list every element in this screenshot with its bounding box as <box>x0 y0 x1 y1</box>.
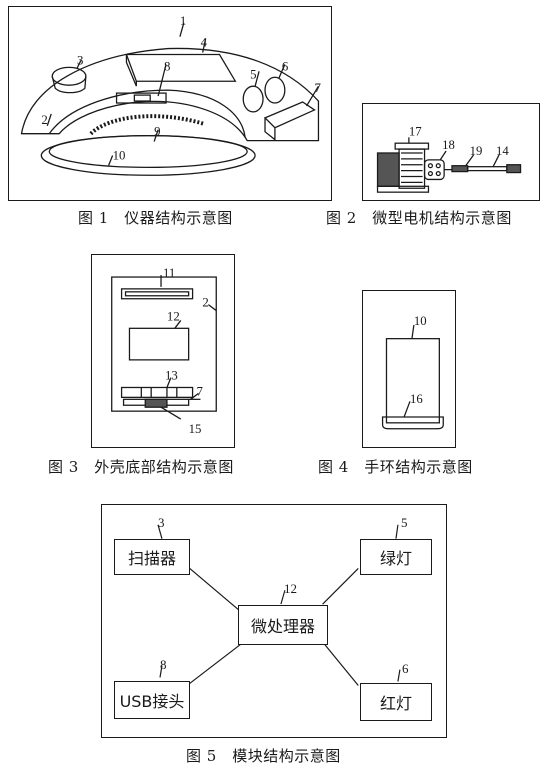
module-scanner-label: 扫描器 <box>127 549 176 568</box>
module-green-light-number: 5 <box>401 515 408 530</box>
slot-13 <box>120 386 194 398</box>
inner-recess <box>48 89 246 138</box>
module-usb-number: 8 <box>160 657 167 672</box>
module-usb: USB接头 <box>114 681 190 719</box>
module-red-light-label: 红灯 <box>379 694 412 713</box>
figure-3-caption: 图 3 外壳底部结构示意图 <box>48 458 234 476</box>
instrument-drawing: 1 4 3 8 5 6 7 2 9 10 <box>20 14 322 176</box>
figure-5-caption: 图 5 模块结构示意图 <box>186 747 341 765</box>
figure-2-caption: 图 2 微型电机结构示意图 <box>326 209 512 227</box>
motor-body <box>376 152 400 187</box>
display-panel <box>125 53 237 82</box>
label-2: 2 <box>41 113 47 127</box>
shaft-collar <box>451 165 469 173</box>
label-11: 11 <box>163 266 175 280</box>
wristband-drawing: 10 16 <box>381 314 444 430</box>
module-scanner: 扫描器 <box>114 539 190 575</box>
label-10: 10 <box>113 148 126 162</box>
usb-port <box>115 92 167 104</box>
figure-3-panel: 11 2 12 13 7 15 <box>91 254 235 448</box>
label-7b: 7 <box>197 384 204 398</box>
module-microprocessor: 微处理器 <box>238 605 328 645</box>
red-light <box>264 76 286 104</box>
figure-2-panel: 17 18 19 14 <box>362 103 540 201</box>
module-green-light-label: 绿灯 <box>379 549 412 568</box>
slot-11 <box>120 288 194 300</box>
label-5: 5 <box>250 67 256 81</box>
label-19: 19 <box>470 144 483 158</box>
module-scanner-number: 3 <box>158 515 165 530</box>
module-red-light-number: 6 <box>402 661 409 676</box>
label-4: 4 <box>201 36 208 50</box>
motor-drawing: 17 18 19 14 <box>376 124 522 193</box>
usb-slot-15 <box>144 398 168 408</box>
shaft <box>467 166 508 172</box>
label-16: 16 <box>410 392 423 406</box>
module-green-light: 绿灯 <box>360 539 432 575</box>
label-18: 18 <box>442 138 455 152</box>
label-6: 6 <box>282 59 289 73</box>
module-connections <box>157 524 401 686</box>
label-8: 8 <box>164 59 170 73</box>
green-light <box>242 85 264 113</box>
figure-4-caption: 图 4 手环结构示意图 <box>318 458 473 476</box>
label-12b: 12 <box>167 309 180 323</box>
wristband-body <box>385 338 440 424</box>
label-9: 9 <box>154 125 160 139</box>
label-2b: 2 <box>202 296 208 310</box>
shell-bottom-drawing: 11 2 12 13 7 15 <box>111 266 217 436</box>
side-block <box>263 101 316 129</box>
label-15: 15 <box>189 422 202 436</box>
scanner-part <box>51 66 87 86</box>
module-red-light: 红灯 <box>360 683 432 721</box>
figure-1-caption: 图 1 仪器结构示意图 <box>78 209 233 227</box>
label-13: 13 <box>165 369 178 383</box>
module-usb-label: USB接头 <box>119 692 185 711</box>
shell-bottom-outline <box>111 276 217 412</box>
figure-5-panel: 扫描器 3 绿灯 5 微处理器 12 USB接头 8 红灯 6 <box>101 504 447 738</box>
label-1: 1 <box>180 14 186 28</box>
label-3: 3 <box>77 53 83 67</box>
label-14: 14 <box>496 144 509 158</box>
figure-1-panel: 1 4 3 8 5 6 7 2 9 10 <box>8 6 332 201</box>
microprocessor-area <box>128 327 190 361</box>
module-microprocessor-number: 12 <box>284 581 297 596</box>
label-17: 17 <box>409 124 422 138</box>
outer-shell <box>20 47 320 142</box>
module-microprocessor-label: 微处理器 <box>250 617 315 636</box>
coupling-block <box>423 159 445 181</box>
wristband-base <box>381 416 444 430</box>
label-7: 7 <box>315 81 322 95</box>
figure-4-panel: 10 16 <box>362 290 456 448</box>
label-10b: 10 <box>414 314 427 328</box>
